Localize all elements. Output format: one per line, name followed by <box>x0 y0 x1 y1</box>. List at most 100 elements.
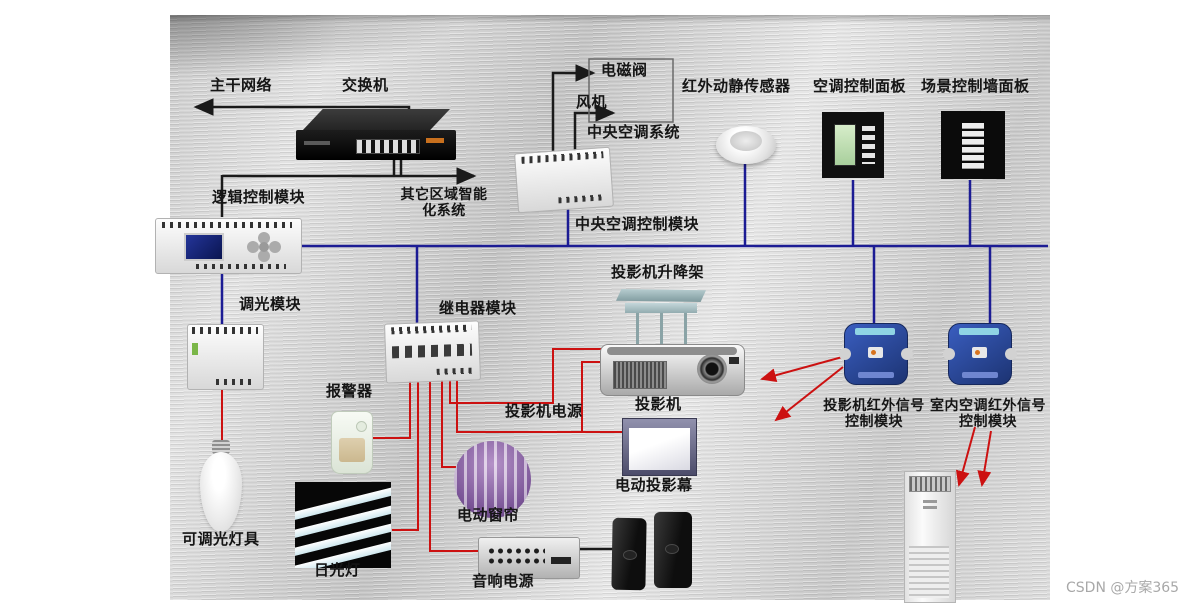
audio-amplifier-device <box>478 537 580 579</box>
module-label-strip <box>962 372 998 378</box>
label-projector-ir-module-line1: 投影机红外信号 <box>823 398 925 414</box>
module-logo-dot <box>975 350 980 355</box>
label-audio-power: 音响电源 <box>472 572 535 590</box>
label-central-ac-system: 中央空调系统 <box>587 123 681 141</box>
projector-lift-plate <box>625 303 697 313</box>
projector-lens <box>697 354 727 384</box>
switch-indicator <box>426 138 444 143</box>
central-ac-system-box <box>588 58 674 123</box>
label-other-zone-line2: 化系统 <box>422 203 466 219</box>
speaker-port <box>665 544 679 554</box>
status-led <box>192 343 198 355</box>
label-fluorescent-lamp: 日光灯 <box>314 561 361 579</box>
module-notch <box>943 348 955 360</box>
module-label-strip <box>855 328 895 335</box>
module-notch <box>901 348 913 360</box>
label-fan: 风机 <box>576 93 608 111</box>
label-ir-motion-sensor: 红外动静传感器 <box>682 77 791 95</box>
panel-lcd <box>834 124 856 166</box>
module-lcd <box>184 233 224 261</box>
terminal-strip <box>162 222 292 228</box>
terminal-strip <box>216 379 256 385</box>
projector-ir-window <box>729 357 739 364</box>
ac-intake-vent <box>909 546 949 598</box>
floor-ac-unit-device <box>904 471 956 603</box>
dimming-module-device <box>187 324 264 390</box>
csdn-watermark: CSDN @方案365 <box>1066 580 1180 596</box>
relay-terminals <box>391 343 473 359</box>
label-ethernet-switch: 交换机 <box>342 76 389 94</box>
amplifier-display <box>551 557 571 564</box>
label-dimmable-luminaire: 可调光灯具 <box>182 530 260 548</box>
terminal-strip <box>192 327 258 334</box>
projector-lift-rod <box>660 313 663 344</box>
alarm-led <box>356 421 367 432</box>
label-projector-lift: 投影机升降架 <box>611 263 705 281</box>
label-projector-ir-module-line2: 控制模块 <box>845 414 903 430</box>
label-projector: 投影机 <box>635 395 682 413</box>
amplifier-knobs <box>487 546 545 568</box>
label-scene-wall-panel: 场景控制墙面板 <box>921 77 1030 95</box>
module-label-strip <box>959 328 999 335</box>
label-other-zone-line1: 其它区域智能 <box>400 187 488 203</box>
projector-vent <box>613 361 667 389</box>
label-backbone-network: 主干网络 <box>210 76 273 94</box>
terminal-strip <box>558 194 603 204</box>
projector-lift-rod <box>636 313 639 344</box>
dimmable-bulb-device <box>200 452 242 532</box>
panel-buttons <box>862 126 875 164</box>
terminal-strip <box>436 367 473 375</box>
label-solenoid-valve: 电磁阀 <box>601 61 648 79</box>
ac-control-panel-device <box>822 112 884 178</box>
module-dpad <box>259 242 269 252</box>
central-ac-control-module-device <box>514 146 614 214</box>
label-indoor-ac-ir-module-line2: 控制模块 <box>959 414 1017 430</box>
alarm-device <box>331 411 373 474</box>
control-bus-lines <box>220 164 1048 324</box>
label-central-ac-control-module: 中央空调控制模块 <box>575 215 700 233</box>
terminal-strip <box>521 151 604 164</box>
label-motorized-screen: 电动投影幕 <box>615 476 693 494</box>
label-indoor-ac-ir-module-line1: 室内空调红外信号 <box>930 398 1046 414</box>
label-logic-control-module: 逻辑控制模块 <box>212 188 306 206</box>
speaker-device <box>611 517 647 591</box>
motorized-screen-device <box>622 418 697 476</box>
ac-logo-mark <box>923 500 937 503</box>
label-ac-control-panel: 空调控制面板 <box>813 77 907 95</box>
relay-module-device <box>383 320 482 384</box>
projector-lift-plate <box>616 289 706 302</box>
switch-brand-mark <box>304 141 330 145</box>
module-notch <box>1005 348 1017 360</box>
label-dimming-module: 调光模块 <box>239 295 302 313</box>
logic-control-module-device <box>155 218 302 274</box>
speaker-device <box>654 512 692 588</box>
fluorescent-lamp-device <box>295 482 391 568</box>
screen-surface <box>629 428 690 470</box>
ac-outlet-grille <box>909 476 951 492</box>
module-label-strip <box>858 372 894 378</box>
alarm-sensor-window <box>339 438 365 462</box>
scene-wall-panel-device <box>941 111 1005 179</box>
projector-device <box>600 344 745 396</box>
label-projector-power: 投影机电源 <box>505 402 583 420</box>
ethernet-switch-device <box>296 130 456 160</box>
speaker-port <box>622 549 638 561</box>
power-lines <box>221 348 992 552</box>
bulb-screw-cap <box>212 440 230 454</box>
module-logo-dot <box>871 350 876 355</box>
switch-ports <box>356 139 420 154</box>
label-motorized-curtain: 电动窗帘 <box>457 506 520 524</box>
ethernet-switch-top-face <box>302 109 450 131</box>
terminal-strip <box>196 264 286 269</box>
motorized-curtain-device <box>454 441 531 518</box>
module-notch <box>839 348 851 360</box>
projector-lift-rod <box>684 313 687 344</box>
projector-top-strip <box>607 347 737 355</box>
label-relay-module: 继电器模块 <box>439 299 517 317</box>
projector-ir-module-device <box>839 323 913 385</box>
indoor-ac-ir-module-device <box>943 323 1017 385</box>
ir-motion-sensor-lens <box>730 131 762 151</box>
panel-buttons <box>962 123 984 171</box>
